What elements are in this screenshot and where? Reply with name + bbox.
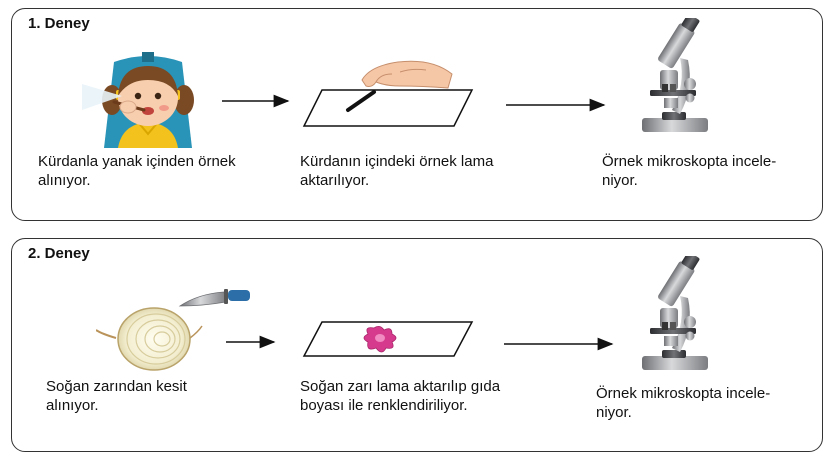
hand-with-toothpick-icon bbox=[302, 60, 474, 127]
caption-line: niyor. bbox=[602, 172, 638, 189]
experiment-2-step-1-caption: Soğan zarından kesit alınıyor. bbox=[46, 377, 187, 415]
experiment-1-step-3-caption: Örnek mikroskopta incele- niyor. bbox=[602, 152, 776, 190]
caption-line: boyası ile renklendiriliyor. bbox=[300, 397, 468, 414]
caption-line: niyor. bbox=[596, 404, 632, 421]
caption-line: Kürdanın içindeki örnek lama bbox=[300, 153, 494, 170]
experiment-2-step-2-caption: Soğan zarı lama aktarılıp gıda boyası il… bbox=[300, 377, 500, 415]
arrow-right-icon bbox=[226, 335, 276, 349]
caption-line: alınıyor. bbox=[46, 397, 99, 414]
girl-with-toothpick-icon bbox=[82, 52, 194, 148]
experiment-2-step-3-caption: Örnek mikroskopta incele- niyor. bbox=[596, 384, 770, 422]
experiment-1-title: 1. Deney bbox=[28, 15, 90, 32]
caption-line: alınıyor. bbox=[38, 172, 91, 189]
caption-line: Soğan zarı lama aktarılıp gıda bbox=[300, 378, 501, 395]
experiment-1-step-2-caption: Kürdanın içindeki örnek lama aktarılıyor… bbox=[300, 152, 493, 190]
onion-half-icon bbox=[96, 307, 203, 371]
experiment-1-step-1-caption: Kürdanla yanak içinden örnek alınıyor. bbox=[38, 152, 236, 190]
glass-slide-icon bbox=[302, 321, 474, 357]
caption-line: Örnek mikroskopta incele- bbox=[602, 153, 777, 170]
caption-line: Soğan zarından kesit bbox=[46, 378, 187, 395]
caption-line: Örnek mikroskopta incele- bbox=[596, 385, 771, 402]
arrow-right-icon bbox=[222, 94, 290, 108]
microscope-icon bbox=[642, 18, 708, 132]
microscope-icon bbox=[642, 256, 708, 370]
knife-icon bbox=[178, 289, 250, 307]
arrow-right-icon bbox=[504, 337, 614, 351]
caption-line: aktarılıyor. bbox=[300, 172, 370, 189]
experiment-2-title: 2. Deney bbox=[28, 245, 90, 262]
caption-line: Kürdanla yanak içinden örnek bbox=[38, 153, 236, 170]
arrow-right-icon bbox=[506, 98, 606, 112]
glass-slide-icon bbox=[302, 89, 474, 127]
